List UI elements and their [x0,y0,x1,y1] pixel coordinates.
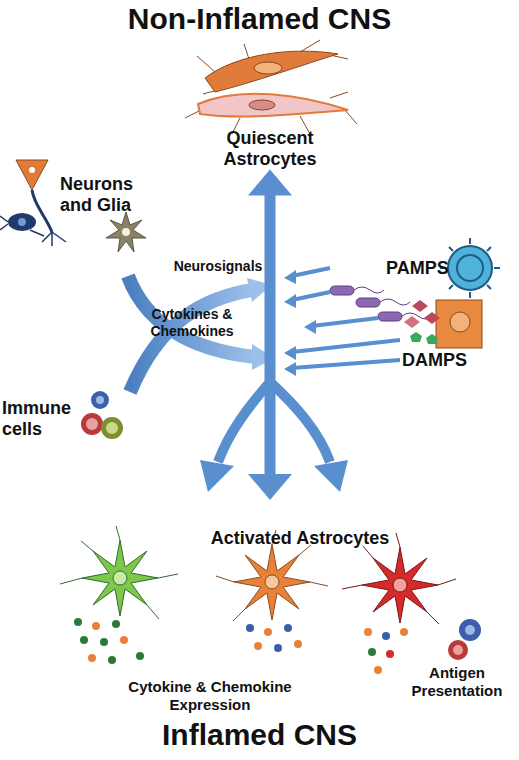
annotation-label: Cytokines & Chemokines [126,306,258,340]
annotation-label: Cytokine & Chemokine Expression [110,678,310,714]
node-label: Quiescent Astrocytes [190,128,350,169]
trunk-arrow [248,169,292,500]
text-node: Quiescent Astrocytes [190,128,350,169]
text-node: DAMPS [402,350,482,371]
text-node: Activated Astrocytes [120,500,480,549]
node-label: Activated Astrocytes [120,528,480,549]
input-arrows [284,268,400,376]
text-node: PAMPS [386,258,466,279]
quiescent-astrocytes [185,40,357,134]
diagram-title: Non-Inflamed CNS [0,2,519,36]
annotation-label: Neurosignals [162,258,274,275]
activated-astrocytes [60,526,481,674]
branch-arrows [200,382,348,492]
damage-icons [404,300,482,348]
node-label: DAMPS [402,350,482,371]
node-label: Neurons and Glia [60,174,152,215]
annotation-label: Antigen Presentation [405,664,509,700]
text-node: Neurons and Glia [60,174,152,215]
diagram-caption: Inflamed CNS [0,718,519,752]
cytokine-dots [74,618,481,674]
text-node: Immune cells [2,398,82,439]
immune-cells [81,391,123,439]
node-label: Immune cells [2,398,82,439]
node-label: PAMPS [386,258,466,279]
